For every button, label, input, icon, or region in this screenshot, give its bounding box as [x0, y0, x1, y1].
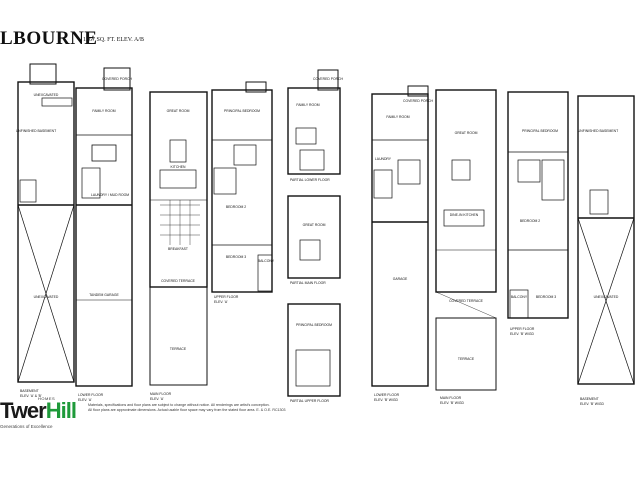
room-label: PRINCIPAL BEDROOM [522, 129, 558, 133]
plan-caption-sub: ELEV. 'B' W/GD [510, 332, 535, 336]
plan-basement-a [17, 63, 75, 383]
room-label: BREAKFAST [168, 247, 188, 251]
room-label: BEDROOM 2 [226, 205, 246, 209]
plan-caption-sub: ELEV. 'B' W/GD [440, 401, 465, 405]
room-label: KITCHEN [171, 165, 186, 169]
plan-caption-sub: ELEV. 'A' [150, 397, 164, 401]
logo-wordmark: TwerHill [0, 398, 77, 423]
bottom-margin [0, 460, 640, 480]
plan-partial-lower [287, 69, 341, 175]
room-label: UNEXCAVATED [34, 93, 59, 97]
room-label: BEDROOM 3 [226, 255, 246, 259]
room-label: COVERED TERRACE [161, 279, 196, 283]
room-label: FAMILY ROOM [386, 115, 409, 119]
room-label: GARAGE [393, 277, 408, 281]
plan-lower-a [75, 67, 133, 387]
room-label: COVERED PORCH [102, 77, 133, 81]
room-label: LAUNDRY [375, 157, 392, 161]
room-label: UNEXCAVATED [34, 295, 59, 299]
legal-disclaimer: Materials, specifications and floor plan… [88, 403, 318, 413]
room-label: DINE-IN KITCHEN [450, 213, 479, 217]
page-title: LBOURNE [0, 28, 98, 49]
plan-caption: LOWER FLOOR [374, 393, 400, 397]
room-label: GREAT ROOM [455, 131, 478, 135]
room-label: PRINCIPAL BEDROOM [296, 323, 332, 327]
room-label: UNFINISHED BASEMENT [16, 129, 56, 133]
plan-caption: PARTIAL LOWER FLOOR [290, 178, 330, 182]
top-margin [0, 0, 640, 26]
plan-basement-b [577, 95, 635, 385]
logo-accent: Hill [45, 398, 77, 423]
room-label: LAUNDRY / MUD ROOM [91, 193, 129, 197]
room-label: FAMILY ROOM [92, 109, 115, 113]
logo-homes: HOMES [38, 396, 56, 401]
plan-caption-sub: ELEV. 'B' W/GD [580, 402, 605, 406]
plan-upper-a [211, 81, 273, 293]
room-label: TERRACE [170, 347, 187, 351]
room-label: BALCONY [511, 295, 528, 299]
plan-main-b [435, 89, 497, 391]
plan-caption: PARTIAL UPPER FLOOR [290, 399, 329, 403]
plan-caption-sub: ELEV. 'B' W/GD [374, 398, 399, 402]
room-label: BEDROOM 3 [536, 295, 556, 299]
legal-line-2: All floor plans are approximate dimensio… [88, 408, 286, 412]
room-label: FAMILY ROOM [296, 103, 319, 107]
plan-caption-sub: ELEV. 'A' & 'B' [20, 394, 42, 398]
room-label: COVERED PORCH [313, 77, 344, 81]
room-label: BEDROOM 2 [520, 219, 540, 223]
plan-caption-sub: ELEV. 'A' [78, 398, 92, 402]
plan-partial-main [287, 195, 341, 279]
room-label: UNEXCAVATED [594, 295, 619, 299]
plan-caption: LOWER FLOOR [78, 393, 104, 397]
logo-tagline: Generations of Excellence [0, 424, 53, 429]
room-label: GREAT ROOM [303, 223, 326, 227]
plan-upper-b [507, 91, 569, 319]
room-label: BALCONY [258, 259, 275, 263]
plan-caption: UPPER FLOOR [214, 295, 239, 299]
plan-main-a [149, 91, 208, 386]
room-label: PRINCIPAL BEDROOM [224, 109, 260, 113]
plan-lower-b [371, 85, 429, 387]
page-subtitle: 1567 SQ. FT. ELEV. A/B [83, 37, 144, 43]
plan-caption: MAIN FLOOR [150, 392, 172, 396]
room-label: UNFINISHED BASEMENT [578, 129, 618, 133]
plan-caption: BASEMENT [20, 389, 39, 393]
room-label: COVERED PORCH [403, 99, 434, 103]
plan-caption-sub: ELEV. 'A' [214, 300, 228, 304]
room-label: GREAT ROOM [167, 109, 190, 113]
room-label: TANDEM GARAGE [89, 293, 119, 297]
plan-partial-upper [287, 303, 341, 397]
room-label: COVERED TERRACE [449, 299, 484, 303]
plan-caption: PARTIAL MAIN FLOOR [290, 281, 326, 285]
plan-caption: MAIN FLOOR [440, 396, 462, 400]
plan-caption: UPPER FLOOR [510, 327, 535, 331]
plan-caption: BASEMENT [580, 397, 599, 401]
legal-line-1: Materials, specifications and floor plan… [88, 403, 270, 407]
room-label: TERRACE [458, 357, 475, 361]
